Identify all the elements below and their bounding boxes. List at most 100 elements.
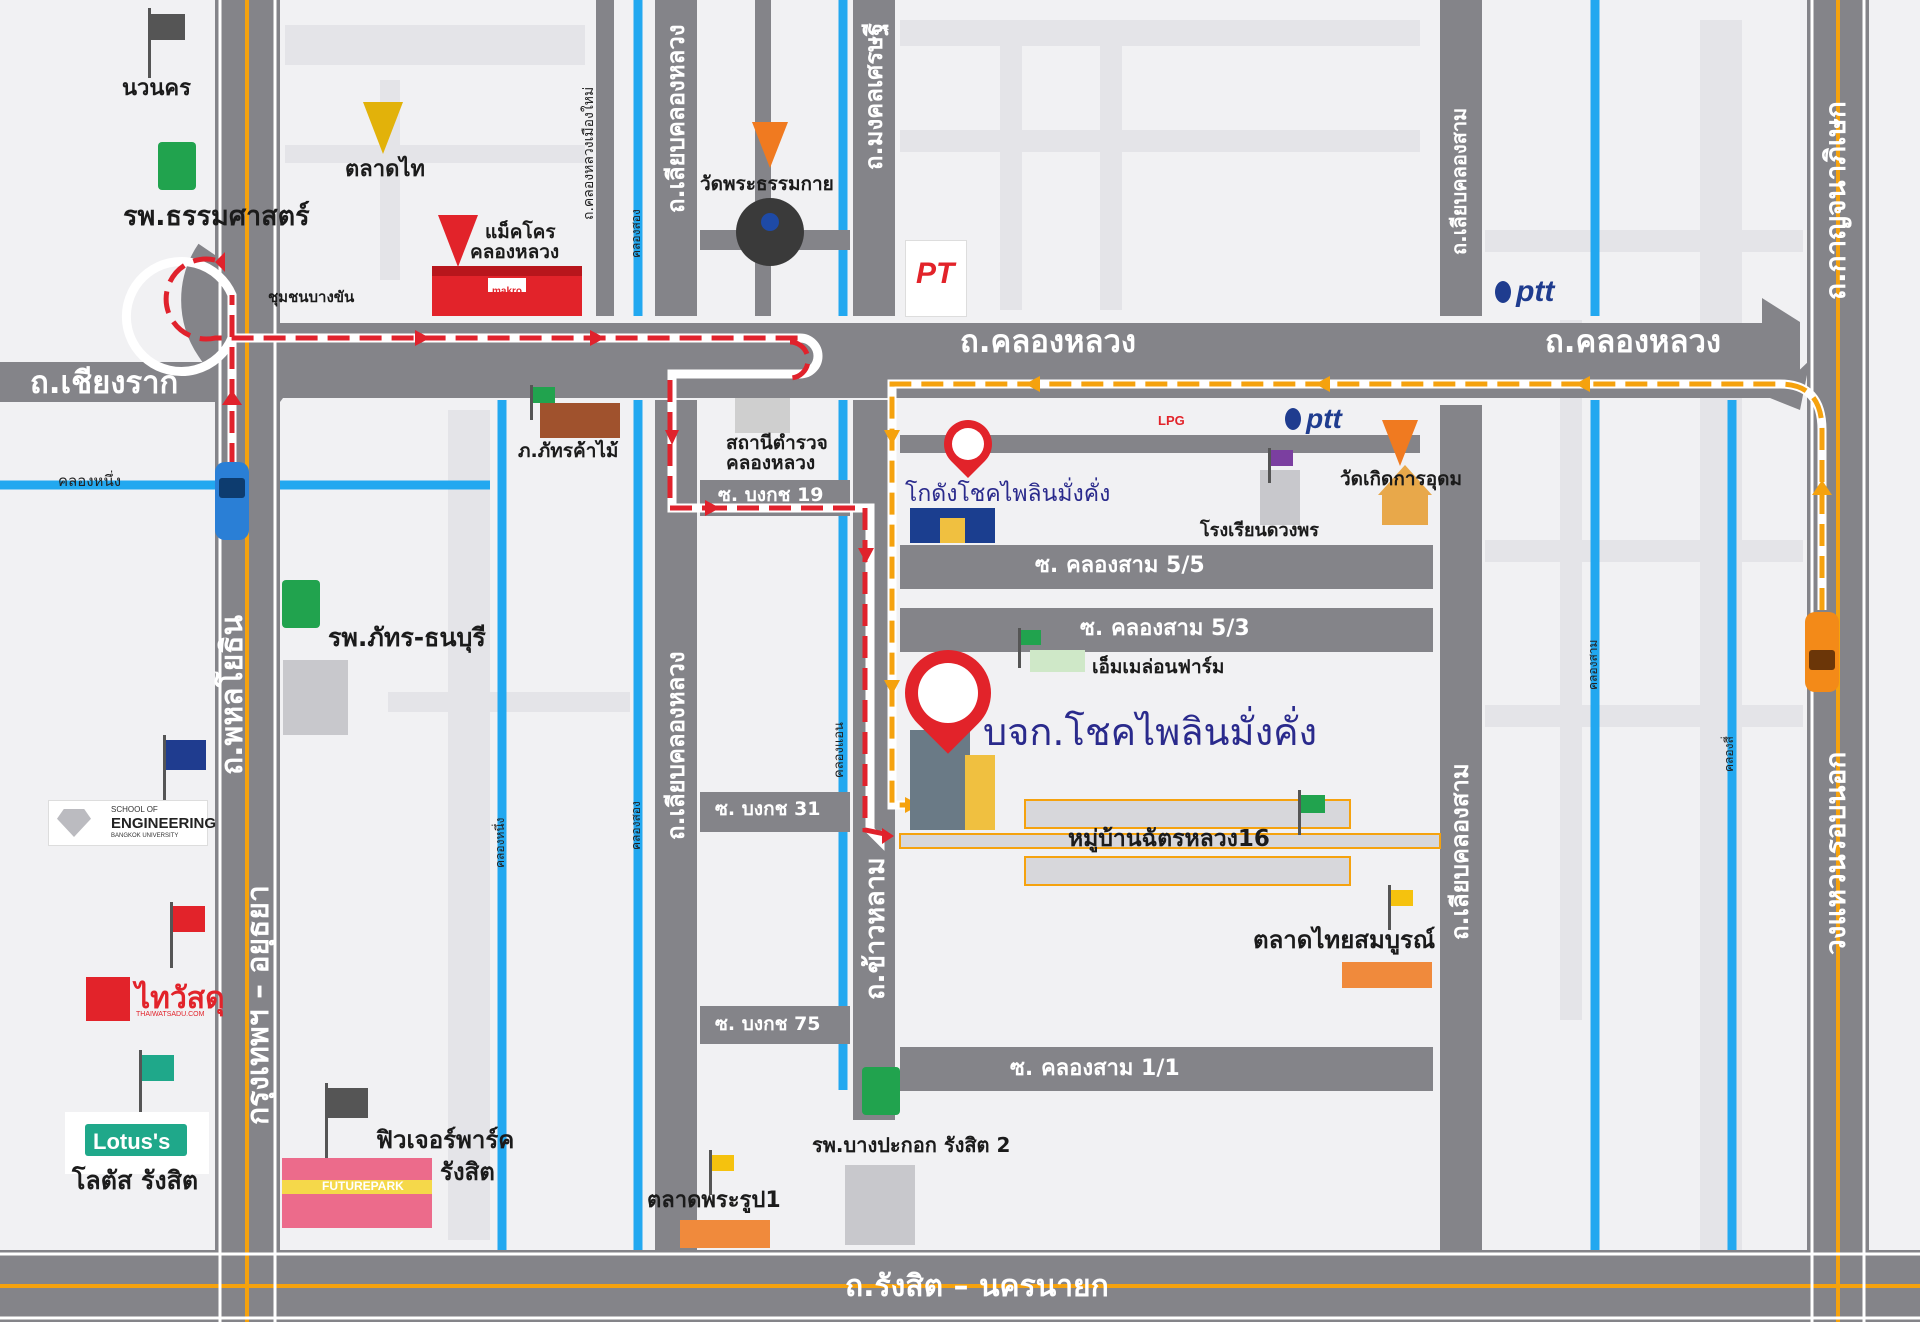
makro-marker <box>438 215 478 267</box>
canal-label-klong-si: คลองสี่ <box>1722 736 1736 772</box>
village-flag <box>1298 790 1301 835</box>
thaiwatsadu-icon <box>86 976 130 1021</box>
label-lotus: โลตัส รังสิต <box>72 1166 199 1195</box>
label-village: หมู่บ้านฉัตรหลวง16 <box>1068 826 1270 852</box>
canal-label-klong-sam: คลองสาม <box>1586 639 1600 690</box>
label-talad-phrarup: ตลาดพระรูป1 <box>647 1188 781 1213</box>
route-red-arrows <box>215 252 894 844</box>
label-nawanakorn: นวนคร <box>122 76 191 101</box>
eng-flag <box>163 735 166 805</box>
m-melon-flag <box>1018 628 1021 668</box>
future-park-flag-cloth <box>328 1088 368 1118</box>
diamond-icon <box>57 809 91 837</box>
pt-logo-text: PT <box>916 257 955 290</box>
makro-logo-text: makro <box>492 286 523 297</box>
talad-thai-sombun-flag-cloth <box>1391 890 1413 906</box>
dhammakaya-dome <box>736 198 804 266</box>
company-building <box>910 730 995 830</box>
label-talad-thai: ตลาดไท <box>345 157 425 182</box>
eng-flag-cloth <box>166 740 206 770</box>
canal-label-klong-song-mid: คลองสอง <box>629 801 643 850</box>
worldgas-logo-text: LPG <box>1158 413 1185 428</box>
label-makro-1: แม็คโคร <box>485 221 556 243</box>
label-makro-2: คลองหลวง <box>470 241 560 263</box>
lotus-logo-badge <box>85 1124 187 1156</box>
thammasat-hospital-pin <box>158 142 196 190</box>
label-wat-koed: วัดเกิดการอุดม <box>1340 468 1462 490</box>
canal-label-klong-son: คลองแอน <box>832 722 847 778</box>
car-orange <box>1805 612 1839 692</box>
lotus-logo-text: Lotus's <box>93 1129 171 1154</box>
road-label-liab-klong-luang-top: ถ.เลียบคลองหลวง <box>662 24 690 213</box>
thaiwatsadu-logo: ไทวัสดุ THAIWATSADU.COM <box>86 975 225 1022</box>
school-building <box>1260 470 1300 525</box>
nawanakorn-flag-cloth <box>151 14 185 40</box>
thaiwatsadu-flag <box>170 902 173 968</box>
soi-label-klong-sam-5-3: ซ. คลองสาม 5/3 <box>1080 616 1250 641</box>
eng-school-text: SCHOOL OF <box>111 805 158 814</box>
ptt-drop-icon <box>1285 408 1301 430</box>
road-label-chiang-rak: ถ.เชียงราก <box>30 365 179 401</box>
route-red-dash <box>163 256 891 838</box>
talad-thai-sombun-flag <box>1388 885 1391 930</box>
eng-main-text: ENGINEERING <box>111 815 217 832</box>
ptt-logo-mid: ptt <box>1285 403 1342 435</box>
makro-building <box>432 266 582 316</box>
company-pin-inner <box>918 663 978 723</box>
label-future-park-1: ฟิวเจอร์พาร์ค <box>376 1126 515 1154</box>
lotus-flag <box>139 1050 142 1116</box>
warehouse-building <box>910 508 995 543</box>
ptt-logo-text: ptt <box>1306 403 1342 434</box>
school-flag <box>1268 448 1271 483</box>
temple <box>1378 465 1432 525</box>
label-bang-khan-community: ชุมชนบางขัน <box>268 288 355 306</box>
canal-label-klong-nueng-v: คลองหนึ่ง <box>493 817 507 868</box>
label-future-park-2: รังสิต <box>440 1158 495 1186</box>
road-label-khao-lam: ถ.ข้าวหลาม <box>860 857 891 1000</box>
label-thammasat-hospital: รพ.ธรรมศาสตร์ <box>123 201 310 232</box>
road-label-phahon-yothin: ถ.พหลโยธิน <box>215 614 250 775</box>
soi-label-bongkoch31: ซ. บงกช 31 <box>715 798 821 820</box>
lotus-flag-cloth <box>142 1055 174 1081</box>
soi-label-klong-sam-1-1: ซ. คลองสาม 1/1 <box>1010 1056 1180 1081</box>
future-park-logo: FUTUREPARK <box>322 1175 404 1194</box>
phatra-wood-flag-cloth <box>533 387 555 403</box>
label-wat-phra-dhammakaya: วัดพระธรรมกาย <box>700 173 834 195</box>
label-company: บจก.โชคไพลินมั่งคั่ง <box>983 710 1318 754</box>
phatra-wood-shop <box>540 403 620 438</box>
label-bangpakok: รพ.บางปะกอก รังสิต 2 <box>812 1133 1011 1157</box>
phat-thonburi-pin <box>282 580 320 628</box>
soi-label-klong-sam-5-5: ซ. คลองสาม 5/5 <box>1035 553 1205 578</box>
wat-koed-marker <box>1382 420 1418 466</box>
thaiwatsadu-sub-text: THAIWATSADU.COM <box>136 1011 205 1018</box>
future-park-flag <box>325 1083 328 1158</box>
label-phat-thonburi: รพ.ภัทร-ธนบุรี <box>328 623 486 652</box>
ptt-logo-right: ptt <box>1495 275 1554 309</box>
talad-phrarup-flag-cloth <box>712 1155 734 1171</box>
lotus-logo: Lotus's <box>65 1112 209 1174</box>
canal-label-klong-nueng-h: คลองหนึ่ง <box>58 472 122 490</box>
route-red <box>121 257 885 851</box>
hospital-building-bangpakok <box>845 1165 915 1245</box>
nawanakorn-flag <box>148 8 151 78</box>
car-blue <box>215 462 249 540</box>
engineering-logo: SCHOOL OF ENGINEERING BANGKOK UNIVERSITY <box>48 800 216 846</box>
hospital-building-phat <box>283 660 348 735</box>
market-stalls-2 <box>1342 962 1432 988</box>
road-label-liab-klong-sam-top: ถ.เลียบคลองสาม <box>1447 107 1471 255</box>
police-station <box>735 398 790 433</box>
village-flag-cloth <box>1301 795 1325 813</box>
warehouse-pin-inner <box>952 428 984 460</box>
m-melon-flag-cloth <box>1021 630 1041 645</box>
road-label-kanchanaphisek: ถ.กาญจนาภิเษก <box>1819 101 1852 300</box>
eng-sub-text: BANGKOK UNIVERSITY <box>111 833 179 839</box>
talad-thai-marker <box>363 102 403 154</box>
label-phatra-wood: ภ.ภัทรค้าไม้ <box>518 440 619 462</box>
soi-label-bongkoch75: ซ. บงกช 75 <box>715 1013 821 1035</box>
road-label-liab-klong-sam-mid: ถ.เลียบคลองสาม <box>1446 763 1474 940</box>
road-label-rangsit-nakhon-nayok: ถ.รังสิต – นครนายก <box>845 1269 1109 1304</box>
talad-phrarup-flag <box>709 1150 712 1195</box>
pt-logo: PT <box>905 240 967 317</box>
label-warehouse: โกดังโชคไพลินมั่งคั่ง <box>905 481 1111 507</box>
